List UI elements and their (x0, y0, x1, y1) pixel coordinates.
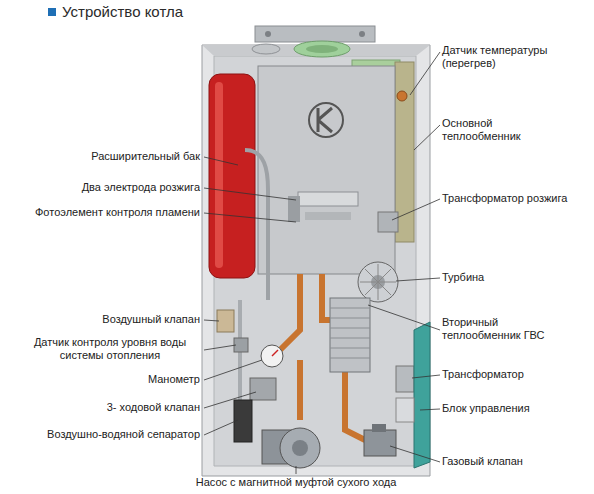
leader-lines-part (204, 345, 236, 350)
leader-lines-part (368, 305, 440, 330)
three-way-valve (250, 378, 276, 400)
leader-lines-part (204, 360, 262, 380)
transformer (396, 366, 414, 392)
mounting-bracket (255, 26, 375, 42)
turbine-part (360, 264, 396, 300)
copper-pipes-part (280, 274, 300, 350)
part-label: Турбина (442, 271, 582, 284)
main-heat-exchanger-part (258, 66, 395, 274)
flue-outlets (252, 41, 350, 57)
boiler-casing-part (202, 45, 430, 476)
flue-outlets-part (252, 44, 280, 54)
title-marker-part (48, 8, 56, 16)
part-label: Фотоэлемент контроля пламени (15, 206, 200, 219)
main-heat-exchanger (258, 60, 414, 274)
flue-outlets-part (306, 45, 338, 53)
part-label: Два электрода розжига (20, 181, 200, 194)
main-heat-exchanger-part (305, 212, 351, 220)
flue-outlets-part (294, 41, 350, 57)
leader-lines-part (412, 375, 440, 378)
main-heat-exchanger-part (309, 103, 343, 137)
part-label: Воздушный клапан (20, 313, 200, 326)
secondary-heat-exchanger-part (330, 308, 370, 358)
expansion-tank-part (209, 74, 255, 278)
manometer-part (272, 350, 278, 356)
secondary-heat-exchanger (330, 298, 370, 372)
leader-lines-part (420, 409, 440, 410)
leader-lines-part (204, 188, 296, 200)
gas-valve-part (364, 430, 396, 456)
part-label: Газовый клапан (442, 455, 582, 468)
ignition-transformer (378, 212, 398, 232)
pump-part (280, 428, 320, 468)
main-heat-exchanger-part (397, 91, 407, 101)
leader-lines-part (204, 320, 219, 321)
part-label: Воздушно-водяной сепаратор (15, 428, 200, 441)
air-valve (217, 310, 234, 332)
part-label: 3- ходовой клапан (20, 401, 200, 414)
control-unit (396, 322, 430, 468)
manometer (261, 345, 283, 367)
part-label: Насос с магнитной муфтой сухого хода (151, 476, 441, 489)
part-label: Основной теплообменник (442, 117, 552, 143)
pump (262, 428, 320, 468)
part-label: Расширительный бак (20, 150, 200, 163)
leader-lines-part (410, 52, 440, 95)
boiler-casing (202, 45, 430, 476)
diagram-title: Устройство котла (62, 4, 183, 21)
part-label: Датчик температуры (перегрев) (442, 44, 572, 70)
control-unit-part (396, 398, 414, 422)
part-label: Блок управления (442, 402, 582, 415)
leader-lines-part (414, 125, 440, 150)
air-valve-part (217, 310, 234, 332)
mounting-bracket-part (359, 31, 365, 37)
part-label: Вторичный теплообменник ГВС (442, 316, 560, 342)
leader-lines-part (204, 157, 238, 165)
gas-valve (364, 424, 396, 456)
leader-lines-part (204, 392, 256, 408)
leader-lines-part (204, 420, 238, 435)
expansion-tank-part (245, 150, 268, 300)
manometer-part (261, 345, 283, 367)
leader-lines-part (204, 213, 296, 222)
transformer-part (396, 366, 414, 392)
expansion-tank-part (215, 82, 223, 268)
leader-lines-part (390, 446, 440, 462)
turbine (358, 262, 398, 302)
level-sensor (234, 338, 248, 352)
leader-lines-part (396, 278, 440, 281)
gas-valve-part (372, 424, 386, 432)
three-way-valve-part (250, 378, 276, 400)
control-unit-part (414, 322, 430, 468)
part-label: Трансформатор розжига (442, 192, 590, 205)
part-label: Трансформатор (442, 368, 582, 381)
turbine-part (358, 262, 398, 302)
part-label: Манометр (20, 373, 200, 386)
copper-pipes-part (297, 360, 303, 420)
mounting-bracket-part (265, 31, 271, 37)
pump-part (292, 440, 308, 456)
leader-lines (204, 52, 440, 474)
level-sensor-part (234, 338, 248, 352)
main-heat-exchanger-part (318, 108, 332, 132)
expansion-tank (209, 74, 268, 300)
part-label: Датчик контроля уровня воды системы отоп… (20, 336, 200, 362)
secondary-heat-exchanger-part (330, 298, 370, 372)
copper-pipes-part (345, 372, 365, 440)
ignition-transformer-part (378, 212, 398, 232)
leader-lines-part (392, 199, 440, 220)
mounting-bracket-part (255, 26, 375, 42)
leader-lines-part (296, 466, 297, 474)
main-heat-exchanger-part (298, 192, 358, 206)
title-marker (48, 8, 56, 16)
